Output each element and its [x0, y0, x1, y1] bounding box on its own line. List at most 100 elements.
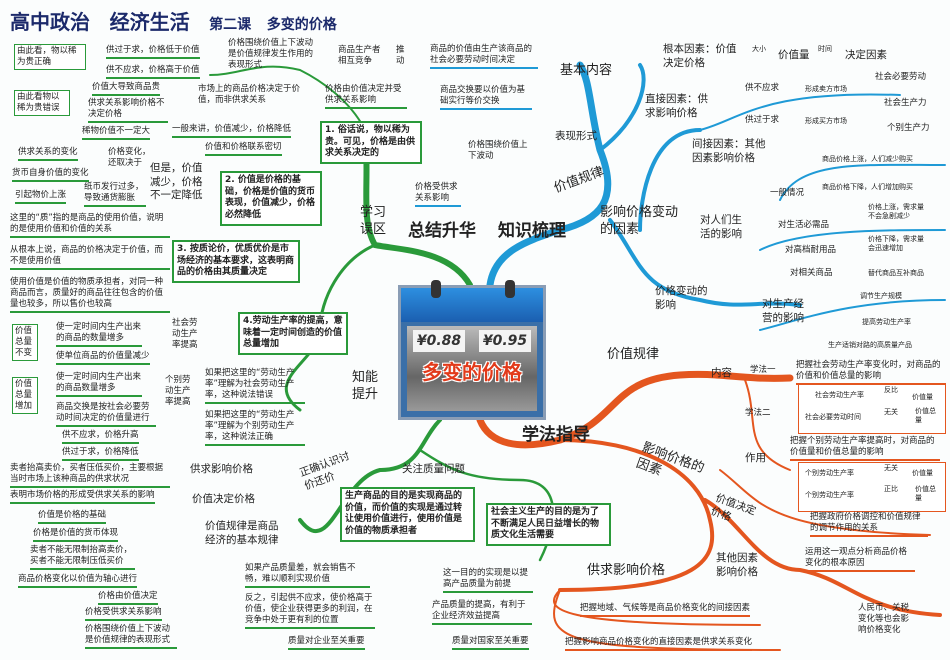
node-o15: 人民币、关税变化等也会影响价格变化 [858, 603, 910, 636]
node-g34: 供求影响价格 [190, 463, 253, 475]
blue-branch-factors [598, 63, 802, 307]
node-b7: 价格围绕价值上下波动 [468, 140, 528, 162]
branch-zhishi: 知识梳理 [498, 221, 566, 241]
node-b6: 表现形式 [555, 130, 597, 142]
node-o9: 把握政府价格调控和价值规律的调节作用的关系 [810, 512, 928, 538]
node-b4: 基本内容 [560, 63, 613, 78]
node-b21: 形成买方市场 [805, 117, 847, 125]
price-tag-1: ¥0.88 [413, 330, 465, 352]
branch-zongjie: 总结升华 [408, 221, 476, 241]
node-oa4: 社会必要劳动时间 [805, 413, 861, 421]
node-o6: 把握个别劳动生产率提高时，对商品的价值量和价值总量的影响 [790, 436, 940, 462]
node-g7: 供求关系影响价格不决定价格 [88, 98, 168, 124]
node-g32: 卖者抬高卖价，买者压低买价，主要根据当时市场上该种商品的供求状况 [10, 463, 170, 489]
node-o5: 学法二 [745, 408, 771, 418]
node-g1: 由此看，物以稀为贵正确 [14, 44, 86, 71]
node-bx5: 价值总量不变 [12, 324, 38, 362]
title-main: 高中政治 [10, 10, 90, 34]
node-xuexi: 学习误区 [360, 205, 387, 237]
orange-branch-methods [719, 379, 931, 536]
node-oa1: 社会劳动生产率 [815, 391, 864, 399]
node-g17: 纸币发行过多，导致通货膨胀 [84, 182, 146, 208]
node-guanzhu: 关注质量问题 [402, 463, 465, 475]
node-b1: 商品生产者相互竞争 [338, 45, 381, 67]
node-o16: 把握影响商品价格变化的直接因素是供求关系变化 [565, 637, 753, 652]
node-box6: 社会主义生产的目的是为了不断满足人民日益增长的物质文化生活需要 [486, 503, 611, 547]
node-b30: 对高档耐用品 [785, 245, 837, 255]
calendar-header [401, 288, 543, 322]
node-g2: 供过于求，价格低于价值 [106, 45, 200, 60]
node-b31: 价格下降，需求量会迅速增加 [868, 235, 924, 253]
node-g16: 引起物价上涨 [15, 190, 67, 205]
node-g26: 商品交换是按社会必要劳动时间决定的价值量进行 [56, 402, 156, 428]
node-g39: 价值规律是商品经济的基本规律 [205, 520, 279, 546]
node-g9: 市场上的商品价格决定于价值，而非供求关系 [198, 84, 301, 106]
node-g4: 价格围绕价值上下波动是价值规律发生作用的表现形式 [228, 38, 314, 71]
node-g35: 价值决定价格 [192, 493, 255, 505]
node-o3: 学法一 [750, 365, 776, 375]
node-g25: 使一定时间内生产出来的商品数量增多 [56, 372, 142, 398]
node-b33: 替代商品互补商品 [868, 269, 924, 277]
node-b2: 推动 [396, 45, 405, 67]
node-g38: 卖者不能无限制抬高卖价，买者不能无限制压低买价 [30, 545, 135, 571]
node-b9: 根本因素：价值决定价格 [663, 43, 737, 69]
node-g29: 如果把这里的“劳动生产率”理解为个别劳动生产率，这种说法正确 [205, 410, 305, 447]
node-box4: 4.劳动生产率的提高，意味着一定时间创造的价值总量增加 [238, 312, 348, 356]
node-g43: 价格围绕价值上下波动是价值规律的表现形式 [85, 624, 177, 650]
node-box3: 3. 按质论价，优质优价是市场经济的基本要求，这表明商品的价格由其质量决定 [172, 240, 300, 284]
node-b32: 对相关商品 [790, 268, 833, 278]
node-b29: 价格上涨，需求量不会急剧减少 [868, 203, 924, 221]
node-b14: 社会必要劳动 [875, 72, 927, 82]
node-g37: 价格是价值的货币体现 [33, 528, 119, 543]
node-g5: 由此看物以稀为贵错误 [14, 90, 70, 117]
node-g44: 如果产品质量差，就会销售不畅，难以顺利实现价值 [245, 563, 370, 589]
center-calendar-image: ¥0.88 ¥0.95 多变的价格 [398, 280, 546, 420]
node-g42: 价格受供求关系影响 [85, 607, 162, 622]
node-o11: 运用这一观点分析商品价格变化的根本原因 [805, 547, 915, 573]
node-o2: 内容 [711, 367, 732, 379]
node-b15: 社会生产力 [884, 98, 927, 108]
node-g21: 使用价值是价值的物质承担者，对同一种商品而言，质量好的商品往往包含的价值量也较多… [10, 277, 170, 314]
node-o8: 作用 [745, 452, 766, 464]
node-b27: 对人们生活的影响 [700, 214, 742, 240]
node-ob6: 价值总量 [915, 485, 936, 503]
node-b35: 对生产经营的影响 [762, 298, 804, 324]
node-g49: 质量对国家至关重要 [452, 636, 529, 651]
node-oa6: 价值总量 [915, 407, 936, 425]
center-label: 多变的价格 [422, 360, 522, 384]
blue-branch-right [699, 93, 946, 331]
node-b20: 供过于求 [745, 115, 780, 125]
node-b11: 价值量 [778, 49, 810, 61]
node-b23: 商品价格上涨，人们减少购买 [822, 155, 913, 163]
orange-box-method-two [798, 462, 946, 512]
node-b12: 时间 [818, 45, 832, 53]
node-zhineng: 知能提升 [352, 370, 379, 402]
node-b8: 价格受供求关系影响 [415, 182, 461, 208]
orange-branch-factors [558, 438, 942, 617]
node-b22: 间接因素：其他因素影响价格 [692, 138, 766, 164]
node-b36: 调节生产规模 [860, 292, 902, 300]
node-b3: 商品的价值由生产该商品的社会必要劳动时间决定 [430, 44, 538, 70]
node-g20: 从根本上说，商品的价格决定于价值，而不是使用价值 [10, 245, 170, 271]
node-g41: 价格由价值决定 [98, 591, 158, 606]
node-b17: 供不应求 [745, 83, 780, 93]
green-branch-lower [298, 418, 442, 534]
node-g6: 价值大导致商品贵 [92, 82, 161, 97]
node-o13: 供求影响价格 [587, 563, 666, 578]
node-g27: 个别劳动生产率提高 [165, 375, 191, 408]
node-g30: 供不应求，价格升高 [62, 430, 139, 445]
node-g45: 反之，引起供不应求，使价格高于价值，使企业获得更多的利润，在竞争中处于更有利的位… [245, 593, 375, 630]
node-b16: 个别生产力 [887, 123, 930, 133]
node-g11: 价值和价格联系密切 [205, 142, 282, 157]
calendar-ring-icon [431, 280, 441, 298]
node-g18: 价格由价值决定并受供求关系影响 [325, 84, 407, 110]
node-g14: 货币自身价值的变化 [12, 168, 89, 183]
market-photo: ¥0.88 ¥0.95 [407, 326, 537, 411]
node-g33: 表明市场价格的形成受供求关系的影响 [10, 490, 155, 505]
node-box1: 1. 俗话说，物以稀为贵。可见，价格是由供求关系决定的 [320, 121, 422, 165]
node-b18: 形成卖方市场 [805, 85, 847, 93]
node-g24: 社会劳动生产率提高 [172, 318, 198, 351]
orange-box-method-one [798, 384, 946, 434]
title-sub: 经济生活 [109, 10, 190, 34]
node-g15: 但是，价值减少，价格不一定降低 [150, 162, 203, 202]
